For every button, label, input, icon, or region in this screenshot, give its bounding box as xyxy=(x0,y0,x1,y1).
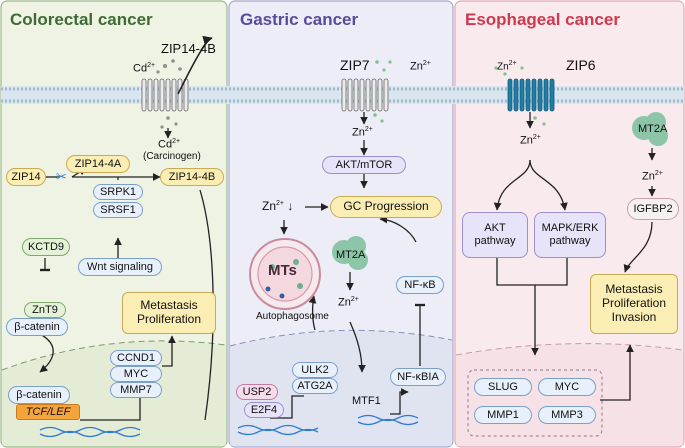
zn-inside-gastric-label: Zn2+ xyxy=(352,126,373,139)
zn-outside-esophageal-label: Zn2+ xyxy=(497,60,517,73)
zip7-transporter-label: ZIP7 xyxy=(340,57,370,73)
ulk2-box: ULK2 xyxy=(292,362,338,378)
mt2a-blob-gastric xyxy=(332,236,368,270)
cadmium-ions xyxy=(156,59,182,129)
mmp1-box: MMP1 xyxy=(474,406,532,424)
arrow-zip14-4b-export xyxy=(177,35,213,95)
zn-outside-gastric-label: Zn2+ xyxy=(410,60,431,73)
mapk-erk-pathway-box: MAPK/ERK pathway xyxy=(534,212,606,258)
mtf1-label: MTF1 xyxy=(352,395,381,407)
nfkbia-box: NF-κBIA xyxy=(390,368,446,386)
cd-outside-label: Cd2+ xyxy=(133,62,156,75)
mt2a-blob-esophageal xyxy=(632,112,668,146)
mt2a-gastric-label: MT2A xyxy=(336,249,366,261)
znt9-box: ZnT9 xyxy=(24,302,66,318)
beta-catenin-top-box: β-catenin xyxy=(6,318,68,336)
myc-box: MYC xyxy=(110,366,162,382)
wnt-signaling-box: Wnt signaling xyxy=(78,258,162,276)
usp2-box: USP2 xyxy=(236,384,278,400)
zn-mid-gastric-label: Zn2+ xyxy=(338,296,359,309)
zinc-ions-esophageal xyxy=(494,66,546,126)
e2f4-box: E2F4 xyxy=(244,402,284,418)
autophagosome-label: Autophagosome xyxy=(256,311,329,322)
akt-pathway-box: AKT pathway xyxy=(462,212,528,258)
esophageal-title: Esophageal cancer xyxy=(465,10,620,29)
gastric-title: Gastric cancer xyxy=(240,10,359,29)
zip14-4b-box: ZIP14-4B xyxy=(160,168,224,186)
zip6-transporter-label: ZIP6 xyxy=(566,57,596,73)
carcinogen-label: (Carcinogen) xyxy=(143,151,201,162)
esophageal-gene-group xyxy=(467,369,603,437)
gastric-nucleus xyxy=(230,330,452,446)
zip14-box: ZIP14 xyxy=(6,168,46,186)
kctd9-box: KCTD9 xyxy=(22,238,70,256)
akt-mtor-box: AKT/mTOR xyxy=(322,156,406,174)
zip6-transporter xyxy=(507,78,555,112)
mt2a-esophageal-label: MT2A xyxy=(638,123,668,135)
beta-catenin-bottom-box: β-catenin xyxy=(8,386,70,404)
zinc-ions-gastric xyxy=(373,60,392,123)
myc-esophageal-box: MYC xyxy=(538,378,596,396)
zn-mt-esophageal-label: Zn2+ xyxy=(642,170,663,183)
atg2a-box: ATG2A xyxy=(292,378,338,394)
ccnd1-box: CCND1 xyxy=(110,350,162,366)
mmp3-box: MMP3 xyxy=(538,406,596,424)
gc-progression-box: GC Progression xyxy=(330,196,442,218)
zn-inside-esophageal-label: Zn2+ xyxy=(520,134,541,147)
zip7-transporter xyxy=(341,78,389,112)
mmp7-box: MMP7 xyxy=(110,382,162,398)
zip14-4a-box: ZIP14-4A xyxy=(66,155,130,173)
cd-inside-label: Cd2+ xyxy=(158,138,181,151)
scissors-icon: ✂ xyxy=(56,169,67,184)
srsf1-box: SRSF1 xyxy=(93,202,143,218)
colorectal-title: Colorectal cancer xyxy=(10,10,153,29)
autophagosome-graphic xyxy=(249,238,321,310)
nfkb-box: NF-κB xyxy=(396,276,444,294)
zn-decrease-label: Zn2+ ↓ xyxy=(262,199,294,213)
tcf-lef-box: TCF/LEF xyxy=(16,404,80,420)
slug-box: SLUG xyxy=(474,378,532,396)
srpk1-box: SRPK1 xyxy=(93,184,143,200)
igfbp2-box: IGFBP2 xyxy=(627,198,679,220)
zip14-4b-transporter-label: ZIP14-4B xyxy=(161,41,216,56)
mts-label: MTs xyxy=(268,262,297,279)
